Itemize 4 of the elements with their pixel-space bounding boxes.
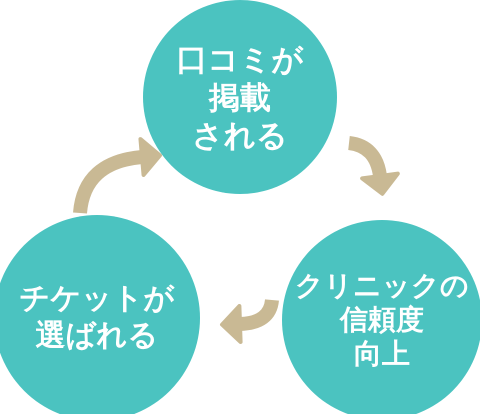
node-label: クリニックの信頼度向上 (295, 268, 469, 372)
node-label: チケットが選ばれる (20, 281, 174, 354)
node-label: 口コミが掲載される (176, 41, 304, 155)
curved-arrow (220, 299, 279, 344)
